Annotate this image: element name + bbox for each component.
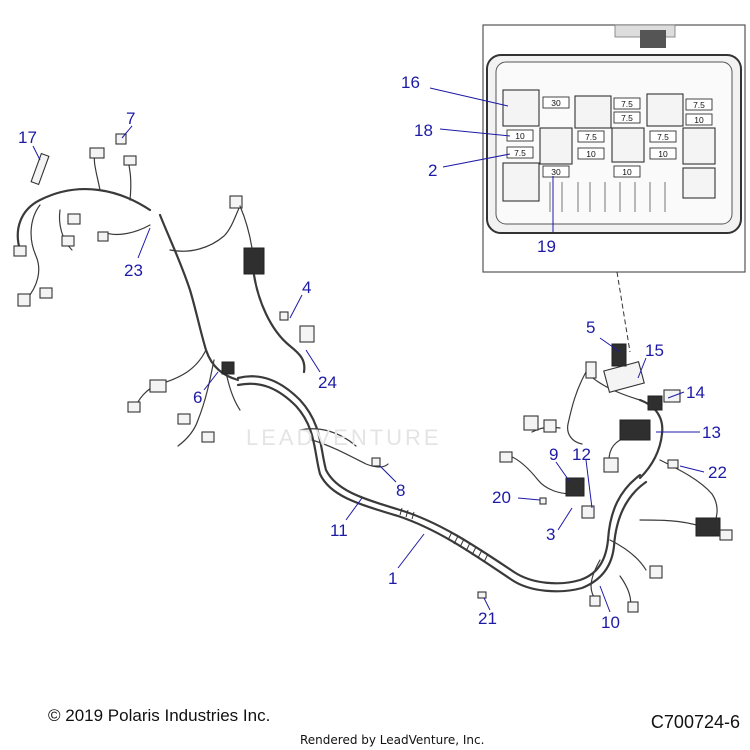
fuse-label: 7.5 bbox=[621, 113, 633, 123]
callout-5: 5 bbox=[586, 318, 595, 337]
callout-10: 10 bbox=[601, 613, 620, 632]
callout-13: 13 bbox=[702, 423, 721, 442]
fuse-label: 30 bbox=[551, 98, 561, 108]
callout-16: 16 bbox=[401, 73, 420, 92]
callout-24: 24 bbox=[318, 373, 337, 392]
callout-4: 4 bbox=[302, 278, 311, 297]
callout-8: 8 bbox=[396, 481, 405, 500]
callout-21: 21 bbox=[478, 609, 497, 628]
fuse-label: 10 bbox=[622, 167, 632, 177]
callout-19: 19 bbox=[537, 237, 556, 256]
callout-14: 14 bbox=[686, 383, 705, 402]
fuse-75-a: 7.5 bbox=[613, 97, 641, 110]
fuse-label: 7.5 bbox=[657, 132, 669, 142]
fuse-10-e: 10 bbox=[613, 165, 641, 178]
fuse-75-e: 7.5 bbox=[577, 130, 605, 143]
fuse-75-f: 7.5 bbox=[649, 130, 677, 143]
fuse-75-b: 7.5 bbox=[613, 111, 641, 124]
callout-20: 20 bbox=[492, 488, 511, 507]
callout-22: 22 bbox=[708, 463, 727, 482]
callout-12: 12 bbox=[572, 445, 591, 464]
fuse-75-c: 7.5 bbox=[685, 98, 713, 111]
callout-23: 23 bbox=[124, 261, 143, 280]
fuse-10-d: 10 bbox=[649, 147, 677, 160]
fuse-label: 10 bbox=[586, 149, 596, 159]
callout-3: 3 bbox=[546, 525, 555, 544]
callout-7: 7 bbox=[126, 109, 135, 128]
callout-1: 1 bbox=[388, 569, 397, 588]
callout-18: 18 bbox=[414, 121, 433, 140]
watermark: LEADVENTURE bbox=[246, 425, 442, 450]
fuse-label: 10 bbox=[515, 131, 525, 141]
callout-2: 2 bbox=[428, 161, 437, 180]
fuse-label: 7.5 bbox=[621, 99, 633, 109]
fuse-75-d: 7.5 bbox=[506, 146, 534, 159]
callout-17: 17 bbox=[18, 128, 37, 147]
fuse-label: 7.5 bbox=[693, 100, 705, 110]
callout-15: 15 bbox=[645, 341, 664, 360]
fuse-30a-bottom: 30 bbox=[542, 165, 570, 178]
fuse-10-a: 10 bbox=[685, 113, 713, 126]
wiring-harness bbox=[13, 133, 733, 613]
callout-11: 11 bbox=[330, 521, 348, 540]
fuse-10-b: 10 bbox=[506, 129, 534, 142]
fuse-label: 10 bbox=[658, 149, 668, 159]
callout-9: 9 bbox=[549, 445, 558, 464]
fuse-box-inset: 30 7.5 7.5 7.5 10 10 7.5 7.5 bbox=[482, 24, 746, 353]
copyright-text: © 2019 Polaris Industries Inc. bbox=[48, 706, 271, 725]
fuse-label: 7.5 bbox=[585, 132, 597, 142]
leader-lines bbox=[32, 87, 705, 613]
rendered-by-text: Rendered by LeadVenture, Inc. bbox=[300, 733, 485, 747]
callout-6: 6 bbox=[193, 388, 202, 407]
fuse-label: 10 bbox=[694, 115, 704, 125]
figure-id: C700724-6 bbox=[650, 712, 740, 732]
fuse-label: 7.5 bbox=[514, 148, 526, 158]
fuse-30a-top: 30 bbox=[542, 96, 570, 109]
callouts: 16 18 2 19 7 17 23 4 24 6 8 11 1 21 20 3… bbox=[18, 73, 727, 632]
fuse-label: 30 bbox=[551, 167, 561, 177]
fuse-10-c: 10 bbox=[577, 147, 605, 160]
